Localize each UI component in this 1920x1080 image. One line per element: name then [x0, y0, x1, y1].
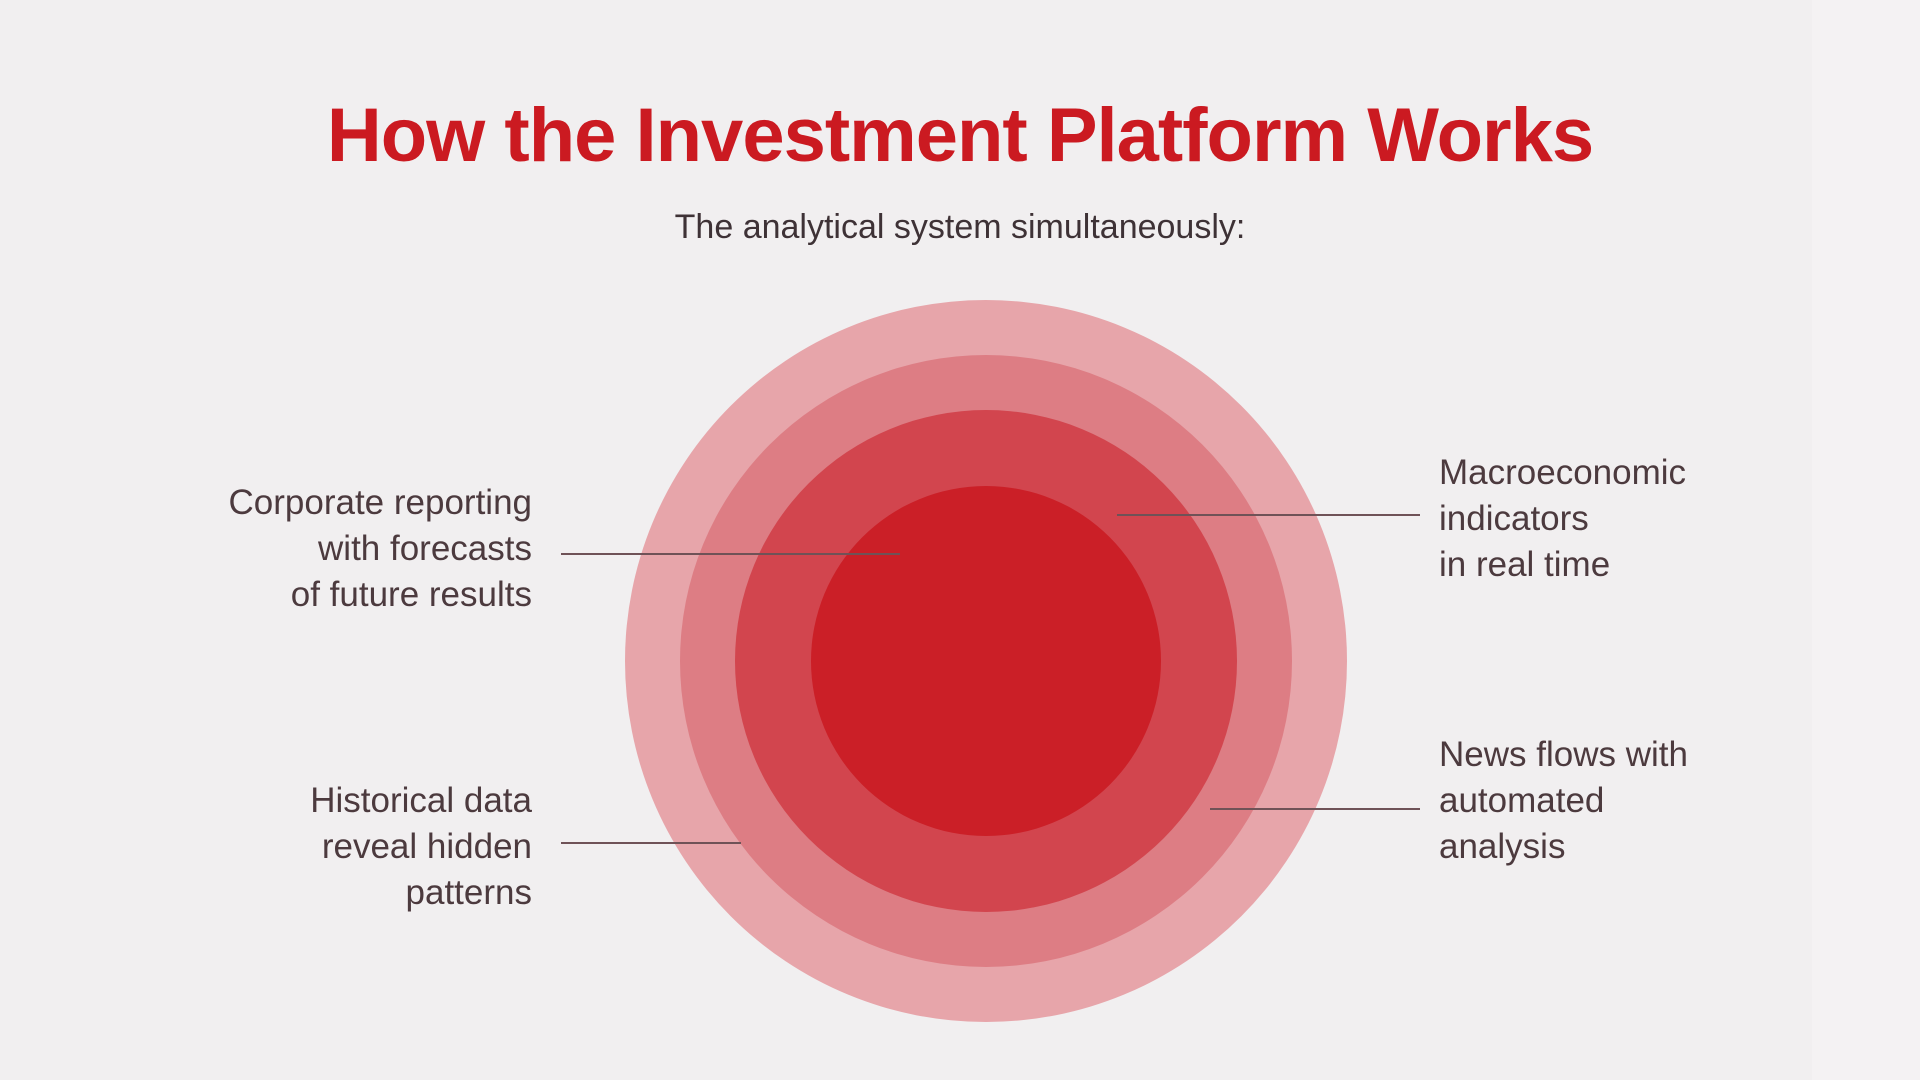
- label-historical-data: Historical data reveal hidden patterns: [310, 781, 532, 912]
- connector-line-news: [1210, 808, 1420, 810]
- connector-line-macro: [1117, 514, 1420, 516]
- background-strip: [1812, 0, 1920, 1080]
- connector-line-corporate: [561, 553, 900, 555]
- label-macroeconomic: Macroeconomic indicators in real time: [1439, 453, 1687, 584]
- page-subtitle: The analytical system simultaneously:: [674, 208, 1246, 246]
- connector-line-historical: [561, 842, 741, 844]
- label-news-flows: News flows with automated analysis: [1439, 735, 1688, 866]
- label-corporate-reporting: Corporate reporting with forecasts of fu…: [228, 483, 533, 614]
- core-circle: [811, 486, 1161, 836]
- page-title: How the Investment Platform Works: [326, 93, 1594, 178]
